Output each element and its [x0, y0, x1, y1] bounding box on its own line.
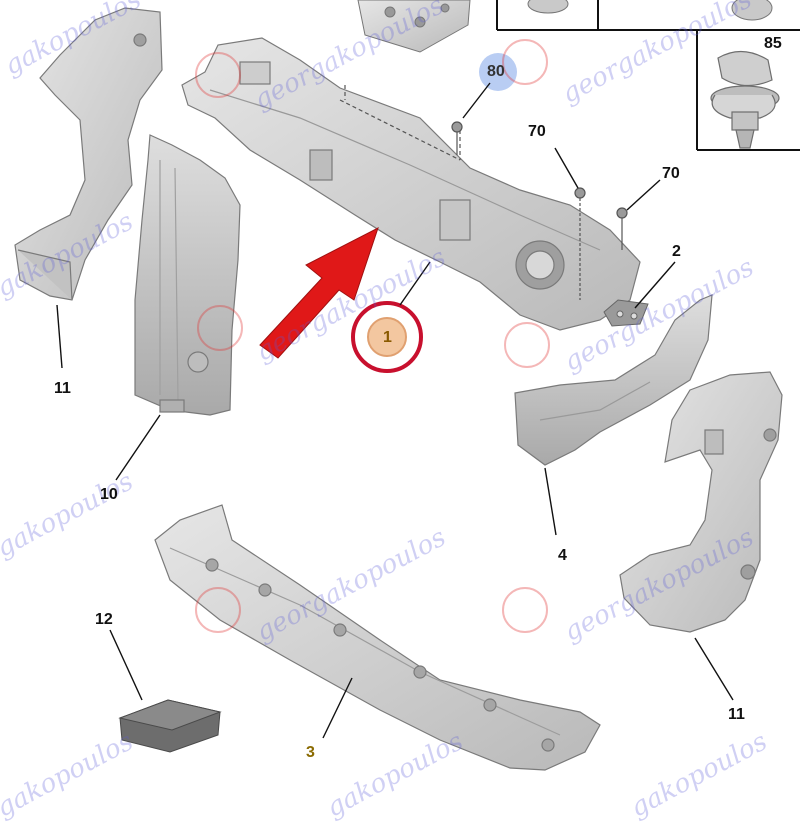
- callout-80: 80: [487, 63, 505, 80]
- clip-icon: [527, 0, 569, 14]
- part-10-air-guide: [134, 134, 241, 416]
- engine-block-illustration: [357, 0, 471, 53]
- callout-1-dot: [367, 317, 407, 357]
- callout-11-right: 11: [728, 706, 745, 723]
- watermark-logos: [195, 39, 550, 633]
- callout-1: 1: [383, 329, 392, 346]
- callout-85: 85: [764, 35, 782, 52]
- clip-85-icon: [710, 50, 780, 149]
- bolts: [451, 121, 628, 300]
- part-4-side-bracket: [514, 294, 713, 466]
- callout-80-dot: [479, 53, 517, 91]
- highlight-circle: [351, 301, 423, 373]
- callout-10: 10: [100, 486, 118, 503]
- callout-70: 70: [662, 165, 680, 182]
- callout-11-left: 11: [54, 380, 71, 397]
- callout-12: 12: [95, 611, 113, 628]
- part-3-lower-crossmember: [154, 504, 601, 771]
- callout-2: 2: [672, 243, 681, 260]
- clip-icon: [731, 0, 773, 21]
- part-11-left-deflector: [14, 7, 163, 301]
- callout-4: 4: [558, 547, 567, 564]
- part-1-front-crossmember: [181, 37, 641, 331]
- highlight-arrow: [259, 226, 379, 359]
- leader-lines: [56, 82, 734, 739]
- callout-70: 70: [528, 123, 546, 140]
- part-11-right-deflector: [619, 371, 783, 633]
- part-12-pad: [118, 699, 222, 753]
- callout-3: 3: [306, 744, 315, 761]
- inset-boxes: [496, 0, 800, 151]
